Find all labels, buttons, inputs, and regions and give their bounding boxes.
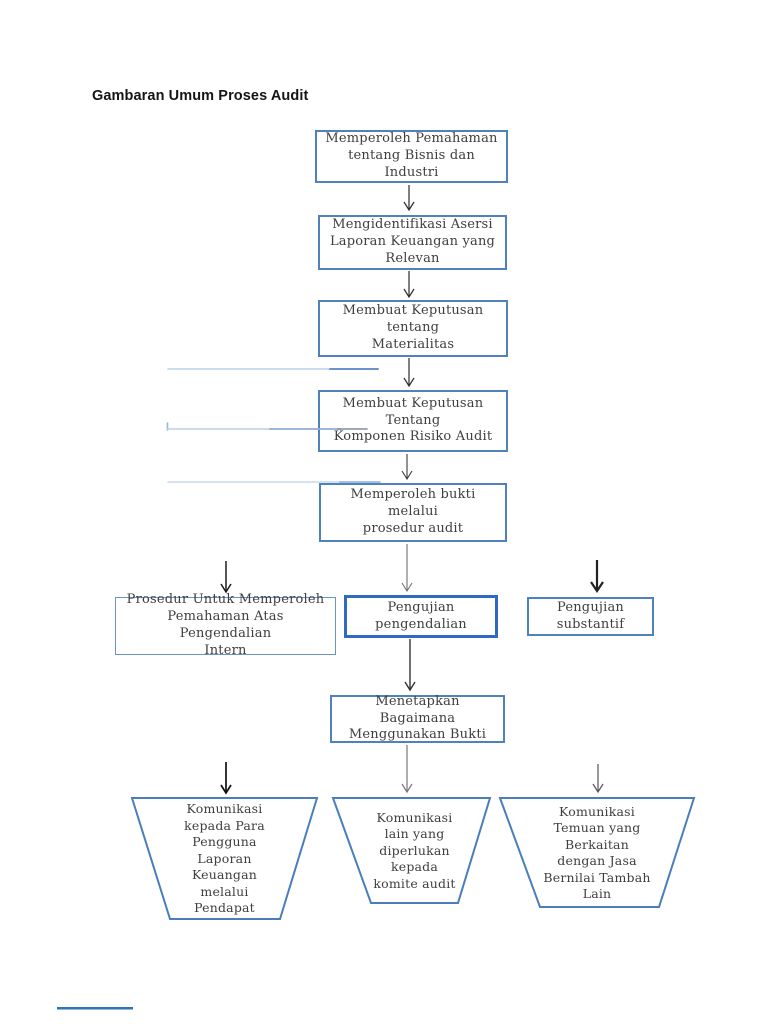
- flow-box-label: Pengujian substantif: [556, 599, 625, 632]
- arrow-down-7-left: [220, 762, 232, 795]
- flow-trapezoid-text: Komunikasi Temuan yang Berkaitan dengan …: [543, 803, 651, 902]
- flow-box-understand-business: Memperoleh Pemahaman tentang Bisnis dan …: [315, 130, 508, 183]
- arrow-down-5-center: [401, 544, 413, 593]
- arrow-down-5-left: [220, 561, 232, 594]
- flow-box-label: Prosedur Untuk Memperoleh Pemahaman Atas…: [126, 592, 325, 658]
- arrow-down-5-right: [590, 560, 604, 593]
- arrow-down-7-center: [401, 745, 413, 794]
- flow-box-label: Menetapkan Bagaimana Menggunakan Bukti: [348, 693, 487, 743]
- flow-box-label: Membuat Keputusan tentang Materialitas: [342, 303, 484, 352]
- flow-box-label: Memperoleh Pemahaman tentang Bisnis dan …: [325, 131, 498, 180]
- flow-trapezoid-text: Komunikasi lain yang diperlukan kepada k…: [373, 809, 456, 891]
- flow-box-obtain-evidence: Memperoleh bukti melalui prosedur audit: [319, 483, 507, 542]
- flow-trapezoid-label-audit-committee-communication: Komunikasi lain yang diperlukan kepada k…: [352, 801, 477, 901]
- flow-box-label: Pengujian pengendalian: [375, 599, 467, 632]
- arrow-down-1: [403, 185, 415, 212]
- flow-trapezoid-label-opinion-communication: Komunikasi kepada Para Pengguna Laporan …: [152, 800, 297, 918]
- flow-box-audit-risk-components: Membuat Keputusan Tentang Komponen Risik…: [318, 390, 508, 452]
- flow-box-materiality-decision: Membuat Keputusan tentang Materialitas: [318, 300, 508, 357]
- flow-box-label: Mengidentifikasi Asersi Laporan Keuangan…: [329, 217, 496, 266]
- arrow-down-7-right: [592, 764, 604, 794]
- flow-box-label: Membuat Keputusan Tentang Komponen Risik…: [333, 395, 493, 445]
- flow-box-tests-of-controls: Pengujian pengendalian: [344, 595, 498, 638]
- page-title: Gambaran Umum Proses Audit: [92, 88, 309, 104]
- arrow-down-3: [403, 358, 415, 388]
- flow-trapezoid-label-value-added-findings: Komunikasi Temuan yang Berkaitan dengan …: [517, 801, 677, 905]
- flow-box-how-to-use-evidence: Menetapkan Bagaimana Menggunakan Bukti: [330, 694, 505, 743]
- flow-box-substantive-tests: Pengujian substantif: [527, 597, 654, 636]
- flow-trapezoid-text: Komunikasi kepada Para Pengguna Laporan …: [184, 801, 265, 916]
- bottom-page-mark: [57, 1007, 133, 1010]
- flow-box-internal-control-procedures: Prosedur Untuk Memperoleh Pemahaman Atas…: [115, 592, 336, 658]
- arrow-down-2: [403, 271, 415, 299]
- arrow-down-4: [401, 454, 413, 481]
- flow-box-identify-assertions: Mengidentifikasi Asersi Laporan Keuangan…: [318, 215, 507, 270]
- arrow-down-6: [404, 639, 416, 692]
- flow-box-label: Memperoleh bukti melalui prosedur audit: [350, 487, 476, 536]
